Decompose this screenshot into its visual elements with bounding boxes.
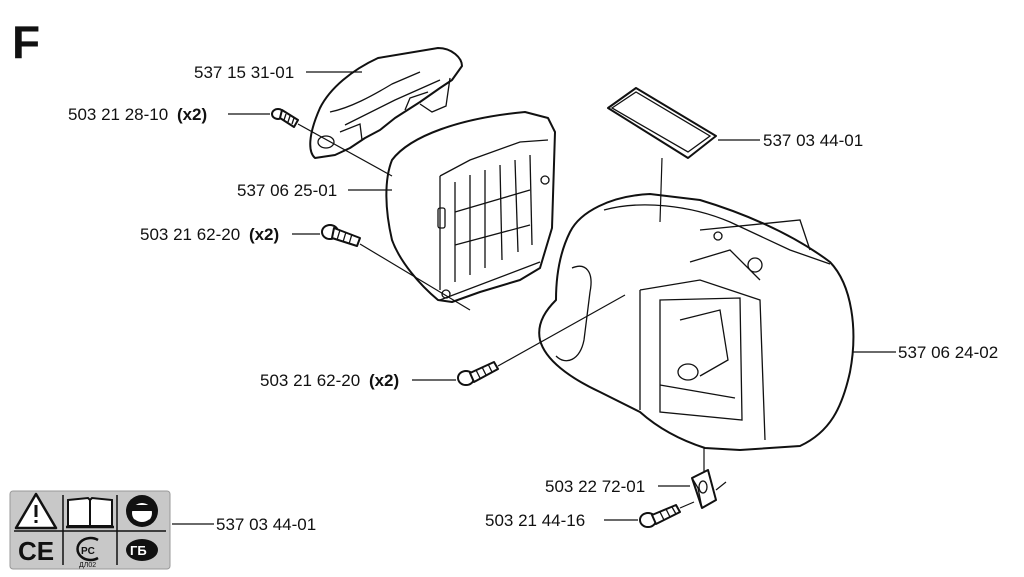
pct-mark-icon: PC ДЛ02 bbox=[76, 536, 99, 569]
label-537-06-24-02: 537 06 24-02 bbox=[898, 343, 998, 362]
label-537-15-31-01: 537 15 31-01 bbox=[194, 63, 294, 82]
manual-book-icon bbox=[66, 496, 114, 529]
screw-503-21-62-20-lower bbox=[457, 361, 499, 386]
ear-eye-protection-icon bbox=[126, 495, 158, 527]
part-number: 503 21 62-20 bbox=[140, 225, 240, 244]
nut-503-22-72-01 bbox=[691, 469, 717, 509]
top-cover-part bbox=[309, 47, 463, 159]
leader-lines bbox=[172, 71, 896, 525]
label-537-03-44-01-plate: 537 03 44-01 bbox=[216, 515, 316, 534]
label-503-21-44-16: 503 21 44-16 bbox=[485, 511, 585, 530]
warning-triangle-icon bbox=[14, 492, 58, 530]
label-503-21-62-20-lower: 503 21 62-20 (x2) bbox=[260, 371, 399, 390]
label-537-06-25-01: 537 06 25-01 bbox=[237, 181, 337, 200]
quantity: (x2) bbox=[249, 225, 279, 244]
quantity: (x2) bbox=[177, 105, 207, 124]
svg-text:ГБ: ГБ bbox=[130, 543, 147, 558]
screw-503-21-28-10 bbox=[271, 108, 299, 128]
label-503-22-72-01: 503 22 72-01 bbox=[545, 477, 645, 496]
quantity: (x2) bbox=[369, 371, 399, 390]
screw-503-21-62-20-upper bbox=[321, 224, 361, 247]
cylinder-cover-part bbox=[385, 111, 556, 303]
svg-text:PC: PC bbox=[81, 546, 95, 557]
part-number: 503 21 28-10 bbox=[68, 105, 168, 124]
svg-text:ДЛ02: ДЛ02 bbox=[79, 562, 96, 569]
housing-part bbox=[538, 193, 855, 451]
gost-mark-icon: ГБ bbox=[126, 539, 158, 561]
svg-text:CE: CE bbox=[18, 536, 54, 566]
ce-mark-icon: CE bbox=[18, 536, 54, 566]
label-503-21-62-20-upper: 503 21 62-20 (x2) bbox=[140, 225, 279, 244]
section-letter: F bbox=[12, 16, 40, 68]
screw-503-21-44-16 bbox=[639, 504, 681, 528]
label-503-21-28-10: 503 21 28-10 (x2) bbox=[68, 105, 207, 124]
decal-part bbox=[607, 87, 717, 159]
part-number: 503 21 62-20 bbox=[260, 371, 360, 390]
label-537-03-44-01-decal: 537 03 44-01 bbox=[763, 131, 863, 150]
symbol-plate: CE PC ДЛ02 ГБ bbox=[9, 490, 171, 570]
